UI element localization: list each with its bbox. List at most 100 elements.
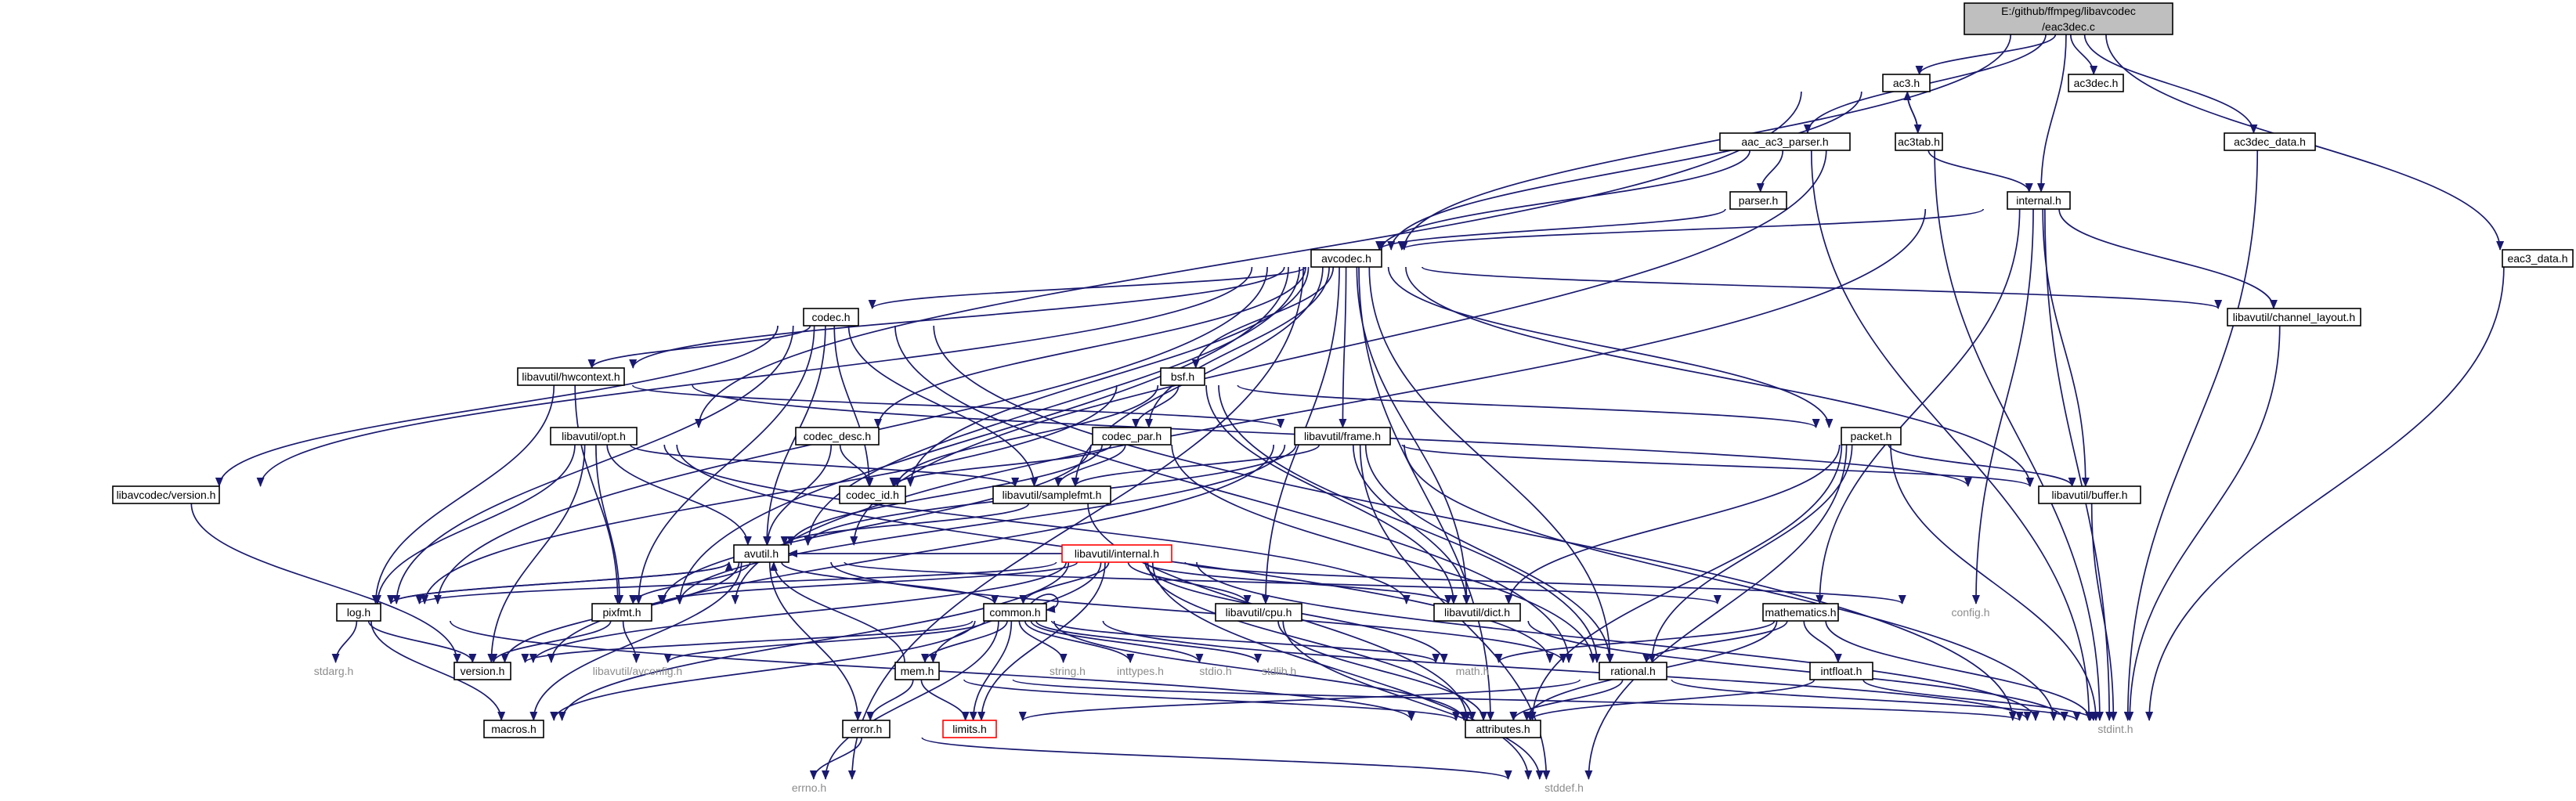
- node-label: libavutil/samplefmt.h: [1003, 489, 1102, 501]
- node-logh[interactable]: log.h: [336, 603, 381, 622]
- node-errnoh: errno.h: [792, 781, 826, 794]
- node-aacparser[interactable]: aac_ac3_parser.h: [1719, 132, 1851, 151]
- node-avcodech[interactable]: avcodec.h: [1310, 249, 1382, 268]
- node-versionh[interactable]: version.h: [453, 662, 511, 680]
- edge-codecpar-to-pixfmt: [659, 444, 1092, 604]
- node-codech[interactable]: codec.h: [803, 308, 859, 327]
- edge-logh-to-versionh: [367, 620, 477, 663]
- node-ac3decdata[interactable]: ac3dec_data.h: [2224, 132, 2316, 151]
- node-samplefmt[interactable]: libavutil/samplefmt.h: [992, 485, 1111, 504]
- edge-commonh-to-avconfig: [663, 620, 986, 663]
- node-bsfh[interactable]: bsf.h: [1160, 367, 1205, 386]
- node-chanlayout[interactable]: libavutil/channel_layout.h: [2227, 308, 2361, 327]
- node-codecid[interactable]: codec_id.h: [839, 485, 906, 504]
- edge-root-to-ac3h: [1915, 34, 2057, 75]
- node-pixfmt[interactable]: pixfmt.h: [591, 603, 652, 622]
- edge-lavuinternal-to-pixfmt: [657, 561, 1078, 604]
- node-label: mathematics.h: [1765, 606, 1836, 619]
- edge-avutilh-to-pixfmt: [629, 561, 751, 604]
- node-label: libavutil/buffer.h: [2051, 489, 2127, 501]
- node-ac3h[interactable]: ac3.h: [1882, 74, 1931, 92]
- edge-eac3data-to-stdinth: [2145, 266, 2505, 721]
- node-ac3tab[interactable]: ac3tab.h: [1895, 132, 1943, 151]
- node-bufferh[interactable]: libavutil/buffer.h: [2038, 485, 2141, 504]
- edge-avcodech-to-errnoh: [847, 266, 1304, 780]
- edge-internalh-to-avcodech: [1398, 208, 1985, 251]
- node-packeth[interactable]: packet.h: [1841, 427, 1902, 446]
- node-lavcversion[interactable]: libavcodec/version.h: [112, 485, 220, 504]
- node-label: limits.h: [952, 723, 987, 735]
- node-box: [1215, 603, 1302, 622]
- node-macrosh[interactable]: macros.h: [483, 720, 544, 738]
- edge-frameh-to-bufferh: [1401, 444, 2034, 487]
- node-box: [550, 427, 638, 446]
- edge-cpuh-to-stddefh: [1282, 620, 1544, 780]
- node-internalh[interactable]: internal.h: [2007, 191, 2071, 210]
- file-nodes: E:/github/ffmpeg/libavcodec/eac3dec.c ac3…: [112, 2, 2574, 794]
- edge-commonh-to-stdinth: [1102, 620, 2032, 721]
- node-intfloat[interactable]: intfloat.h: [1809, 662, 1873, 680]
- node-frameh[interactable]: libavutil/frame.h: [1294, 427, 1391, 446]
- node-memh[interactable]: mem.h: [894, 662, 940, 680]
- node-label: libavutil/cpu.h: [1226, 606, 1292, 619]
- edge-memh-to-attributes: [963, 679, 1460, 721]
- node-dicth[interactable]: libavutil/dict.h: [1433, 603, 1521, 622]
- edge-pixfmt-to-versionh: [490, 620, 612, 663]
- edge-frameh-to-dicth: [1352, 444, 1471, 604]
- node-box: [112, 485, 220, 504]
- edge-rationalh-to-stdinth: [1671, 679, 2081, 721]
- node-label: pixfmt.h: [602, 606, 641, 619]
- edge-avcodech-to-rationalh: [1368, 266, 1614, 663]
- edge-avcodech-to-frameh: [1339, 266, 1347, 428]
- node-label: bsf.h: [1171, 370, 1194, 383]
- edge-codech-to-codecid: [833, 325, 873, 487]
- node-box: [2227, 308, 2361, 327]
- node-avutilh[interactable]: avutil.h: [733, 544, 789, 563]
- edge-codecpar-to-codecid: [889, 444, 1112, 487]
- node-eac3data[interactable]: eac3_data.h: [2502, 249, 2574, 268]
- node-stdioh: stdio.h: [1199, 665, 1231, 677]
- edge-codech-to-stdinth: [933, 325, 2017, 721]
- edge-codecpar-to-rationalh: [1171, 444, 1597, 663]
- node-lavuinternal[interactable]: libavutil/internal.h: [1061, 544, 1172, 563]
- edge-ac3tab-to-internalh: [1927, 150, 2033, 193]
- node-opth[interactable]: libavutil/opt.h: [550, 427, 638, 446]
- node-label: common.h: [989, 606, 1040, 619]
- edge-avcodech-to-bufferh: [1405, 266, 2035, 487]
- edge-hwcontext-to-logh: [371, 384, 555, 604]
- node-hwcontext[interactable]: libavutil/hwcontext.h: [517, 367, 625, 386]
- node-rationalh[interactable]: rational.h: [1599, 662, 1667, 680]
- node-label: ac3dec_data.h: [2234, 135, 2306, 148]
- node-box: [842, 720, 891, 738]
- node-attributes[interactable]: attributes.h: [1465, 720, 1541, 738]
- edge-avutilh-to-rationalh: [830, 561, 1567, 663]
- node-box: [1310, 249, 1382, 268]
- node-root[interactable]: E:/github/ffmpeg/libavcodec/eac3dec.c: [1964, 2, 2173, 35]
- edge-lavuinternal-to-stdinth: [1196, 561, 2039, 721]
- edge-commonh-to-memh: [921, 620, 1008, 663]
- edge-opth-to-avutilh: [606, 444, 752, 546]
- edge-commonh-to-macrosh: [550, 620, 976, 721]
- node-errorh[interactable]: error.h: [842, 720, 891, 738]
- edge-avcodech-to-codecpar: [1144, 266, 1330, 428]
- edge-avcodech-to-codecdesc: [874, 266, 1306, 428]
- node-label: stddef.h: [1545, 781, 1584, 794]
- edge-internalh-to-pixfmt: [731, 208, 1927, 604]
- edge-commonh-to-inttypes: [1024, 620, 1135, 663]
- node-parserh[interactable]: parser.h: [1729, 191, 1787, 210]
- node-ac3dech[interactable]: ac3dec.h: [2068, 74, 2124, 92]
- node-box: [1729, 191, 1787, 210]
- node-commonh[interactable]: common.h: [983, 603, 1047, 622]
- node-codecpar[interactable]: codec_par.h: [1092, 427, 1172, 446]
- node-stddefh: stddef.h: [1545, 781, 1584, 794]
- node-label: attributes.h: [1476, 723, 1530, 735]
- node-mathematics[interactable]: mathematics.h: [1762, 603, 1839, 622]
- node-codecdesc[interactable]: codec_desc.h: [795, 427, 880, 446]
- node-label: packet.h: [1851, 430, 1892, 442]
- node-label: stdlib.h: [1262, 665, 1296, 677]
- node-inttypes: inttypes.h: [1117, 665, 1164, 677]
- node-cpuh[interactable]: libavutil/cpu.h: [1215, 603, 1302, 622]
- node-stdlibh: stdlib.h: [1262, 665, 1296, 677]
- node-limitsh[interactable]: limits.h: [942, 720, 997, 738]
